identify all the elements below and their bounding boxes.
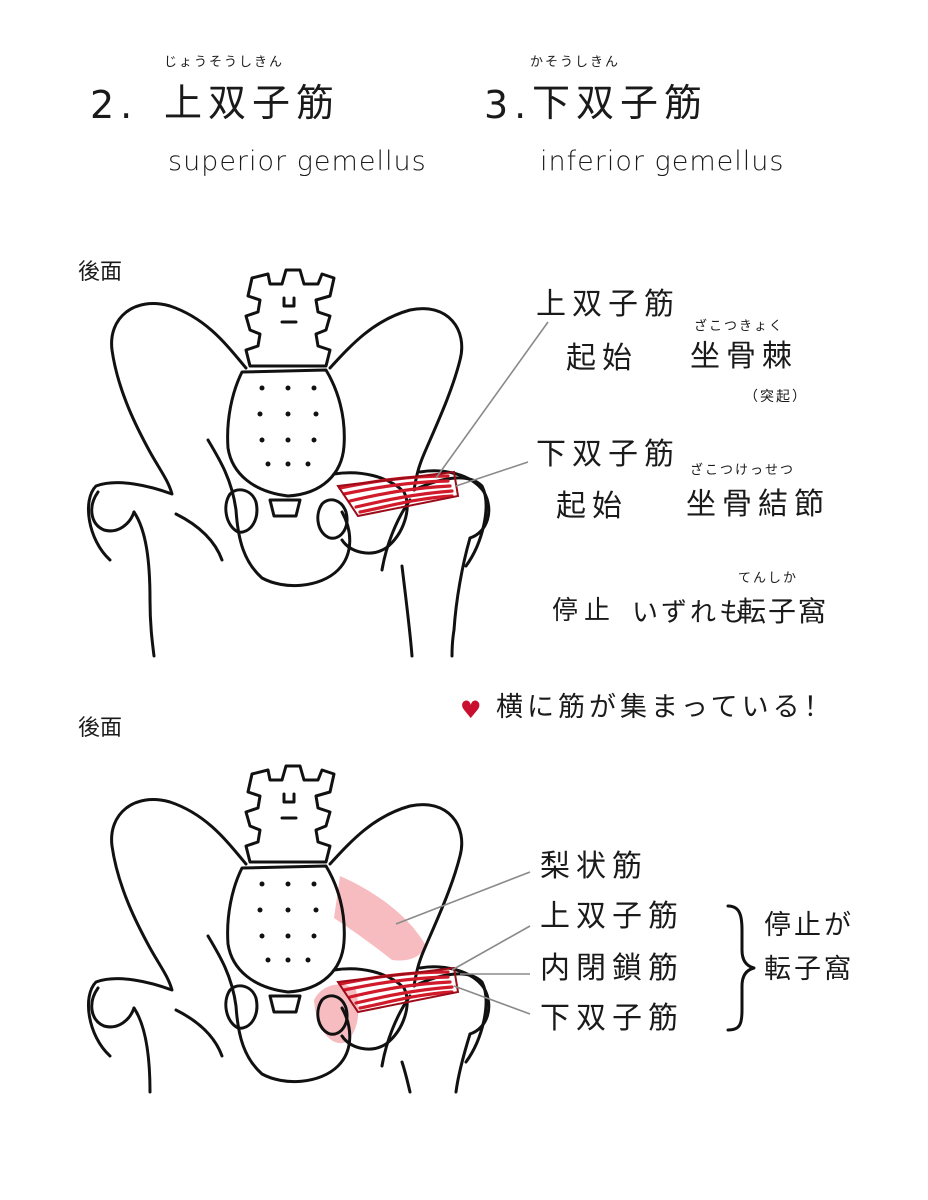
heading-3-number: 3. <box>484 83 533 127</box>
insertion-text: いずれも <box>632 598 749 628</box>
figure1-view-label: 後面 <box>78 260 123 285</box>
superior-origin-reading: ざこつきょく <box>694 319 785 334</box>
inferior-origin-label: 起始 <box>556 489 628 524</box>
insertion-group-line2: 転子窩 <box>764 954 854 985</box>
insertion-label: 停止 <box>552 596 617 626</box>
superior-origin-note: （突起） <box>744 389 808 405</box>
inferior-origin-reading: ざこつけっせつ <box>690 463 796 478</box>
heading-3-latin: inferior gemellus <box>540 146 785 177</box>
superior-origin: 坐骨棘 <box>690 339 798 374</box>
leader-inferior-1 <box>455 461 529 487</box>
heading-2-latin: superior gemellus <box>168 146 427 177</box>
leader-superior-1 <box>435 321 549 479</box>
superior-origin-label: 起始 <box>566 341 638 376</box>
gemelli-muscles-2 <box>336 966 460 1014</box>
brace <box>726 904 756 1032</box>
superior-gemellus-label-2: 上双子筋 <box>540 899 684 934</box>
inferior-gemellus-label: 下双子筋 <box>536 437 680 472</box>
insertion-group-line1: 停止が <box>764 910 854 941</box>
piriformis-label: 梨状筋 <box>540 849 648 884</box>
insertion-place: 転子窩 <box>738 595 829 628</box>
leader-inferior-2 <box>453 985 531 1015</box>
heading-2-reading: じょうそうしきん <box>164 55 285 70</box>
pelvis-outline-2 <box>87 764 491 1094</box>
piriformis-obturator-fill <box>314 876 426 1044</box>
inferior-origin: 坐骨結節 <box>686 487 830 522</box>
heart-icon: ♥ <box>460 696 482 724</box>
heading-3-name: 下双子筋 <box>532 81 709 125</box>
pelvis-outline-1 <box>87 268 491 658</box>
inferior-gemellus-label-2: 下双子筋 <box>540 1001 684 1036</box>
leader-superior-2 <box>451 925 531 971</box>
gemelli-muscles-1 <box>336 470 460 518</box>
heading-2-name: 上双子筋 <box>164 81 341 125</box>
note-text: 横に筋が集まっている！ <box>496 692 835 723</box>
obturator-internus-label: 内閉鎖筋 <box>540 951 684 986</box>
superior-gemellus-label: 上双子筋 <box>536 287 680 322</box>
insertion-reading: てんしか <box>738 571 799 586</box>
figure2-view-label: 後面 <box>78 716 123 741</box>
leader-piriformis <box>395 871 531 925</box>
heading-2-number: 2. <box>90 83 139 127</box>
heading-3-reading: かそうしきん <box>530 55 621 70</box>
